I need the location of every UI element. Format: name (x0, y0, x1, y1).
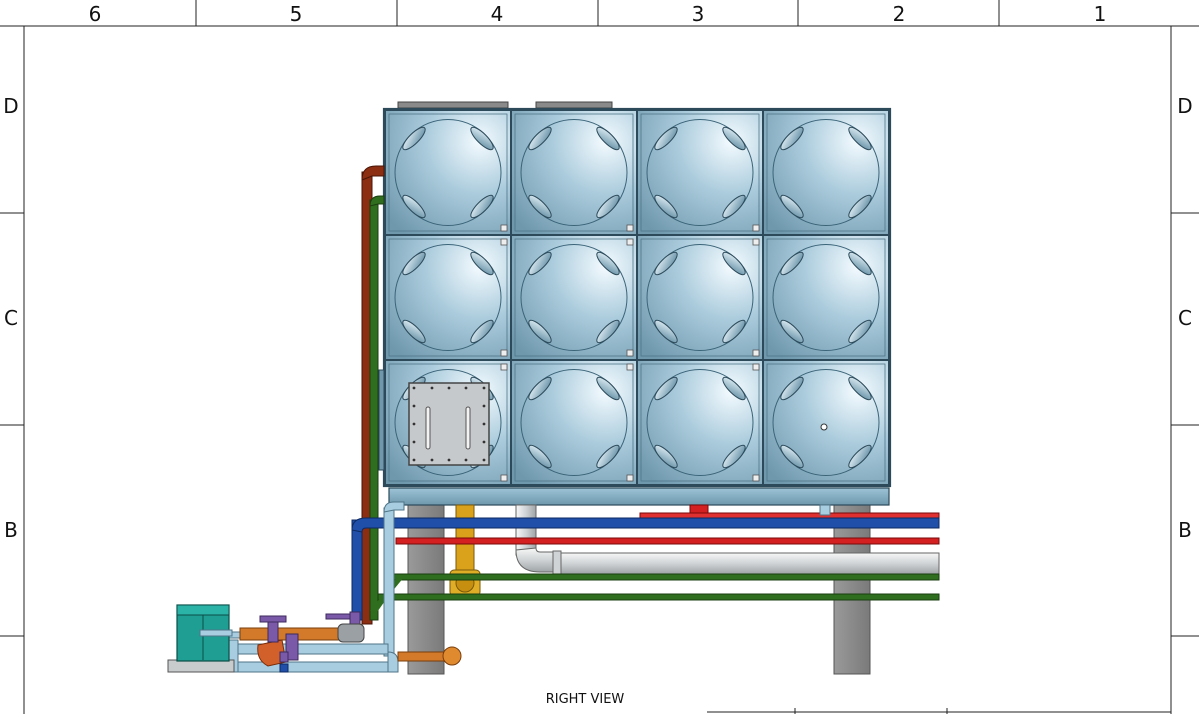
pipe-bracket (819, 504, 831, 516)
tank-side-flange (378, 369, 385, 471)
zone-col-2: 2 (892, 2, 906, 26)
pump-unit (167, 604, 235, 673)
level-port (820, 423, 828, 431)
zone-row-d-right: D (1177, 94, 1193, 118)
tank-panels (378, 107, 892, 488)
tank-outline (382, 107, 892, 488)
zone-row-c-left: C (4, 306, 18, 330)
tank-panel (384, 234, 521, 361)
roof-hatches (397, 101, 613, 109)
zone-col-1: 1 (1093, 2, 1107, 26)
tank-panel (762, 359, 890, 486)
tank-panel (636, 109, 773, 236)
manhole-cover (408, 382, 490, 466)
tank-panel (636, 359, 773, 486)
tank-panel (384, 109, 521, 236)
zone-col-3: 3 (691, 2, 705, 26)
zone-col-5: 5 (289, 2, 303, 26)
zone-row-b-left: B (4, 518, 18, 542)
tank-panel (762, 109, 890, 236)
tank-panel (510, 109, 647, 236)
purple-valves (259, 611, 361, 663)
support-legs (407, 503, 871, 675)
tank-base (388, 487, 890, 506)
view-title: RIGHT VIEW (545, 692, 625, 707)
tank-panel (510, 234, 647, 361)
zone-row-d-left: D (3, 94, 19, 118)
zone-row-c-right: C (1178, 306, 1192, 330)
zone-col-4: 4 (490, 2, 504, 26)
tank-panel (510, 359, 647, 486)
tank-panel (762, 234, 890, 361)
zone-row-b-right: B (1178, 518, 1192, 542)
grey-valve (279, 623, 365, 673)
tank-panel (636, 234, 773, 361)
vertical-risers (361, 165, 385, 625)
zone-col-6: 6 (88, 2, 102, 26)
